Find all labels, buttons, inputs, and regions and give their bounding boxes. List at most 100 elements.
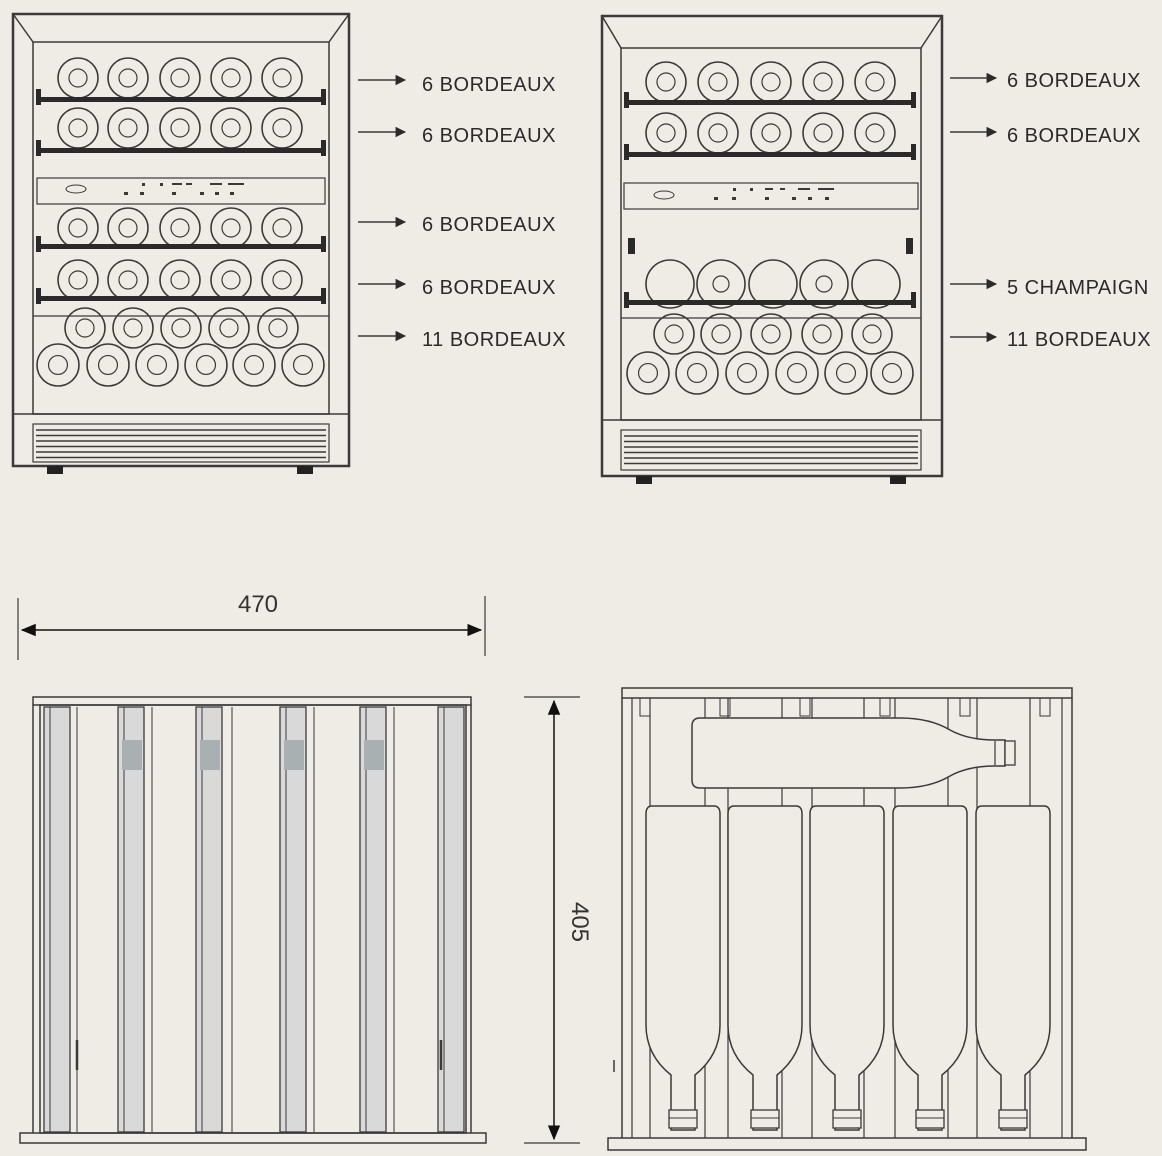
bottle-end xyxy=(626,351,670,395)
bottle-end xyxy=(210,57,252,99)
bottle-end xyxy=(159,207,201,249)
left-label-1: 6 BORDEAUX xyxy=(422,74,556,96)
shelf-bar xyxy=(40,296,322,301)
bottle-end xyxy=(36,343,80,387)
bottle-end xyxy=(645,112,687,154)
right-label-4: 11 BORDEAUX xyxy=(1007,329,1151,351)
bottle-end xyxy=(257,307,299,349)
shelf-bar xyxy=(628,152,912,157)
bottle-end xyxy=(775,351,819,395)
shelf-bar xyxy=(628,300,912,305)
bottle-end xyxy=(107,207,149,249)
horizontal-bottle xyxy=(691,717,1006,789)
bottle-end xyxy=(870,351,914,395)
bottle-end xyxy=(697,112,739,154)
bottle-end xyxy=(854,112,896,154)
bottle-end xyxy=(750,61,792,103)
bottle-end xyxy=(57,107,99,149)
left-label-3: 6 BORDEAUX xyxy=(422,214,556,236)
left-cabinet xyxy=(11,12,351,474)
bottle-end xyxy=(112,307,154,349)
upright-bottle xyxy=(727,805,803,1131)
bottle-end xyxy=(107,107,149,149)
left-cabinet-frame xyxy=(11,12,351,468)
drawer-rail xyxy=(43,706,71,1133)
bottle-end xyxy=(210,207,252,249)
drawer-rail xyxy=(437,706,465,1133)
rail-clip xyxy=(122,740,142,770)
rail-clip xyxy=(364,740,384,770)
width-dimension: 470 xyxy=(17,591,486,660)
shelf-bar xyxy=(40,97,322,102)
champagne-end xyxy=(696,259,746,309)
right-label-2: 6 BORDEAUX xyxy=(1007,125,1141,147)
bottle-end xyxy=(750,112,792,154)
bottle-end xyxy=(107,57,149,99)
right-grille xyxy=(620,429,922,471)
right-label-1: 6 BORDEAUX xyxy=(1007,70,1141,92)
bottle-end xyxy=(801,313,843,355)
bottle-end xyxy=(135,343,179,387)
drawer-side-view xyxy=(607,687,1087,1151)
upright-bottle xyxy=(645,805,721,1131)
bottle-neck-ring xyxy=(832,1109,862,1129)
bottle-end xyxy=(64,307,106,349)
right-control-panel xyxy=(623,182,919,210)
right-cabinet xyxy=(600,14,944,484)
bottle-end xyxy=(645,61,687,103)
rail-clip xyxy=(284,740,304,770)
bottle-end xyxy=(802,112,844,154)
drawer-front-view xyxy=(19,696,487,1144)
bottle-end xyxy=(653,313,695,355)
bottle-end xyxy=(854,61,896,103)
bottle-end xyxy=(802,61,844,103)
bottle-end xyxy=(57,207,99,249)
width-dimension-label: 470 xyxy=(238,591,278,618)
bottle-end xyxy=(159,259,201,301)
drawer-rail xyxy=(195,706,223,1133)
bottle-neck-ring xyxy=(915,1109,945,1129)
bottle-neck-ring xyxy=(750,1109,780,1129)
bottle-end xyxy=(107,259,149,301)
drawer-rail xyxy=(117,706,145,1133)
bottle-end xyxy=(261,57,303,99)
bottle-end xyxy=(281,343,325,387)
bottle-end xyxy=(824,351,868,395)
bottle-end xyxy=(851,313,893,355)
champagne-end xyxy=(799,259,849,309)
left-control-panel xyxy=(36,177,326,205)
depth-dimension: 405 xyxy=(524,696,593,1144)
champagne-end xyxy=(851,259,901,309)
bottle-end xyxy=(57,259,99,301)
bottle-end xyxy=(700,313,742,355)
shelf-bar xyxy=(628,100,912,105)
bottle-neck-ring xyxy=(668,1109,698,1129)
bottle-end xyxy=(210,259,252,301)
left-label-2: 6 BORDEAUX xyxy=(422,125,556,147)
shelf-bar xyxy=(40,148,322,153)
upright-bottle xyxy=(975,805,1051,1131)
upright-bottle xyxy=(809,805,885,1131)
right-foot-r xyxy=(890,476,906,484)
left-foot-l xyxy=(47,466,63,474)
bottle-end xyxy=(697,61,739,103)
champagne-end xyxy=(645,259,695,309)
bottle-end xyxy=(750,313,792,355)
bottle-end xyxy=(232,343,276,387)
bottle-end xyxy=(725,351,769,395)
left-grille xyxy=(32,423,330,463)
shelf-bar xyxy=(40,244,322,249)
bottle-neck-ring xyxy=(998,1109,1028,1129)
bottle-end xyxy=(57,57,99,99)
right-cabinet-frame xyxy=(600,14,944,478)
left-foot-r xyxy=(297,466,313,474)
bottle-end xyxy=(160,307,202,349)
left-cabinet-shelves xyxy=(33,57,329,387)
bottle-end xyxy=(159,57,201,99)
drawer-rail xyxy=(359,706,387,1133)
bottle-end xyxy=(210,107,252,149)
left-labels: 6 BORDEAUX 6 BORDEAUX 6 BORDEAUX 6 BORDE… xyxy=(358,74,566,351)
right-label-3: 5 CHAMPAIGN xyxy=(1007,277,1149,299)
bottle-end xyxy=(675,351,719,395)
